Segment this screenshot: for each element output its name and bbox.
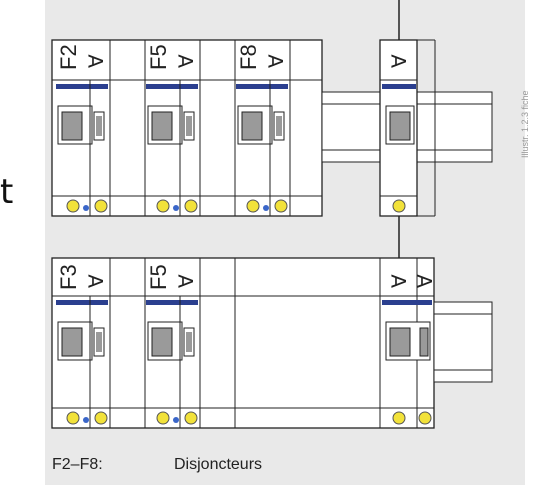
breaker-f5-bottom [147, 296, 195, 428]
led-group [66, 199, 406, 213]
bottom-row: F3 F5 ∀ ∀ ∀ ∀ [51, 257, 493, 429]
side-note-text: Illustr. 1.2.3 fiche [520, 90, 530, 158]
label-f5: F5 [146, 44, 171, 70]
breaker-f5-top [147, 80, 195, 216]
right-module-symbol: ∀ [389, 274, 411, 288]
label-f5-bottom: F5 [146, 264, 171, 290]
label-f3: F3 [56, 264, 81, 290]
right-module-symbol: ∀ [415, 274, 437, 288]
blue-bar [382, 84, 416, 89]
breaker-f3-bottom [57, 296, 105, 428]
edge-glyph: t [0, 172, 14, 212]
caption-range: F2–F8: [52, 456, 103, 473]
module-symbol: ∀ [266, 54, 288, 68]
blue-bar [56, 300, 108, 305]
side-note: Illustr. 1.2.3 fiche [518, 40, 540, 160]
breaker-right-bottom [385, 321, 431, 361]
module-symbol: ∀ [86, 274, 108, 288]
breaker-f8-top [237, 80, 285, 216]
right-module-symbol: ∀ [389, 54, 411, 68]
breaker-f2-top [57, 80, 105, 216]
label-f8: F8 [236, 44, 261, 70]
caption-definition: Disjoncteurs [174, 456, 263, 473]
label-f2: F2 [56, 44, 81, 70]
blue-bar [146, 300, 198, 305]
led-group [66, 411, 432, 425]
module-symbol: ∀ [86, 54, 108, 68]
blue-bar [146, 84, 198, 89]
module-symbol: ∀ [176, 54, 198, 68]
blue-bar [382, 300, 432, 305]
breaker-right-top [385, 105, 415, 145]
blue-bar [56, 84, 108, 89]
legend-caption: F2–F8: Disjoncteurs [52, 456, 262, 474]
module-symbol: ∀ [176, 274, 198, 288]
top-row: F2 F5 F8 ∀ ∀ ∀ ∀ [51, 39, 493, 217]
blue-bar [236, 84, 288, 89]
